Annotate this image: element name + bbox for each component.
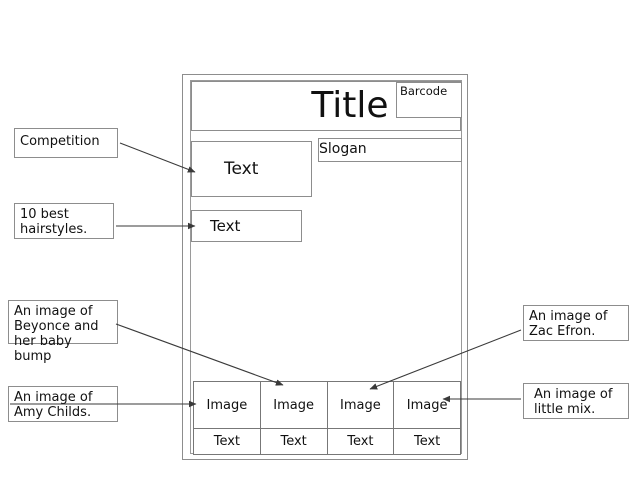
image-strip: Image Image Image Image Text Text Text T…	[193, 381, 461, 455]
slogan-text: Slogan	[319, 141, 367, 157]
annotation-amy-childs[interactable]: An image of Amy Childs.	[8, 386, 118, 422]
text-placeholder-label-2: Text	[210, 217, 241, 235]
slogan-placeholder-box[interactable]: Slogan	[318, 138, 462, 162]
image-strip-row: Image Image Image Image	[194, 382, 460, 429]
barcode-placeholder-box[interactable]: Barcode	[396, 82, 462, 118]
annotation-competition[interactable]: Competition	[14, 128, 118, 158]
annotation-hairstyles[interactable]: 10 best hairstyles.	[14, 203, 114, 239]
annotation-little-mix[interactable]: An image of little mix.	[523, 383, 629, 419]
annotation-beyonce[interactable]: An image of Beyonce and her baby bump	[8, 300, 118, 364]
caption-strip-row: Text Text Text Text	[194, 429, 460, 454]
text-placeholder-box-2[interactable]: Text	[191, 210, 302, 242]
caption-cell-2[interactable]: Text	[261, 429, 328, 454]
caption-cell-3[interactable]: Text	[328, 429, 395, 454]
image-cell-1[interactable]: Image	[194, 382, 261, 429]
title-text: Title	[311, 84, 389, 126]
image-cell-3[interactable]: Image	[327, 382, 395, 429]
caption-cell-1[interactable]: Text	[194, 429, 261, 454]
caption-cell-4[interactable]: Text	[413, 434, 441, 449]
annotation-zac-efron[interactable]: An image of Zac Efron.	[523, 305, 629, 341]
image-cell-4[interactable]: Image	[394, 382, 460, 429]
image-cell-2[interactable]: Image	[260, 382, 328, 429]
text-placeholder-box-1[interactable]: Text	[191, 141, 312, 197]
text-placeholder-label-1: Text	[224, 159, 259, 179]
